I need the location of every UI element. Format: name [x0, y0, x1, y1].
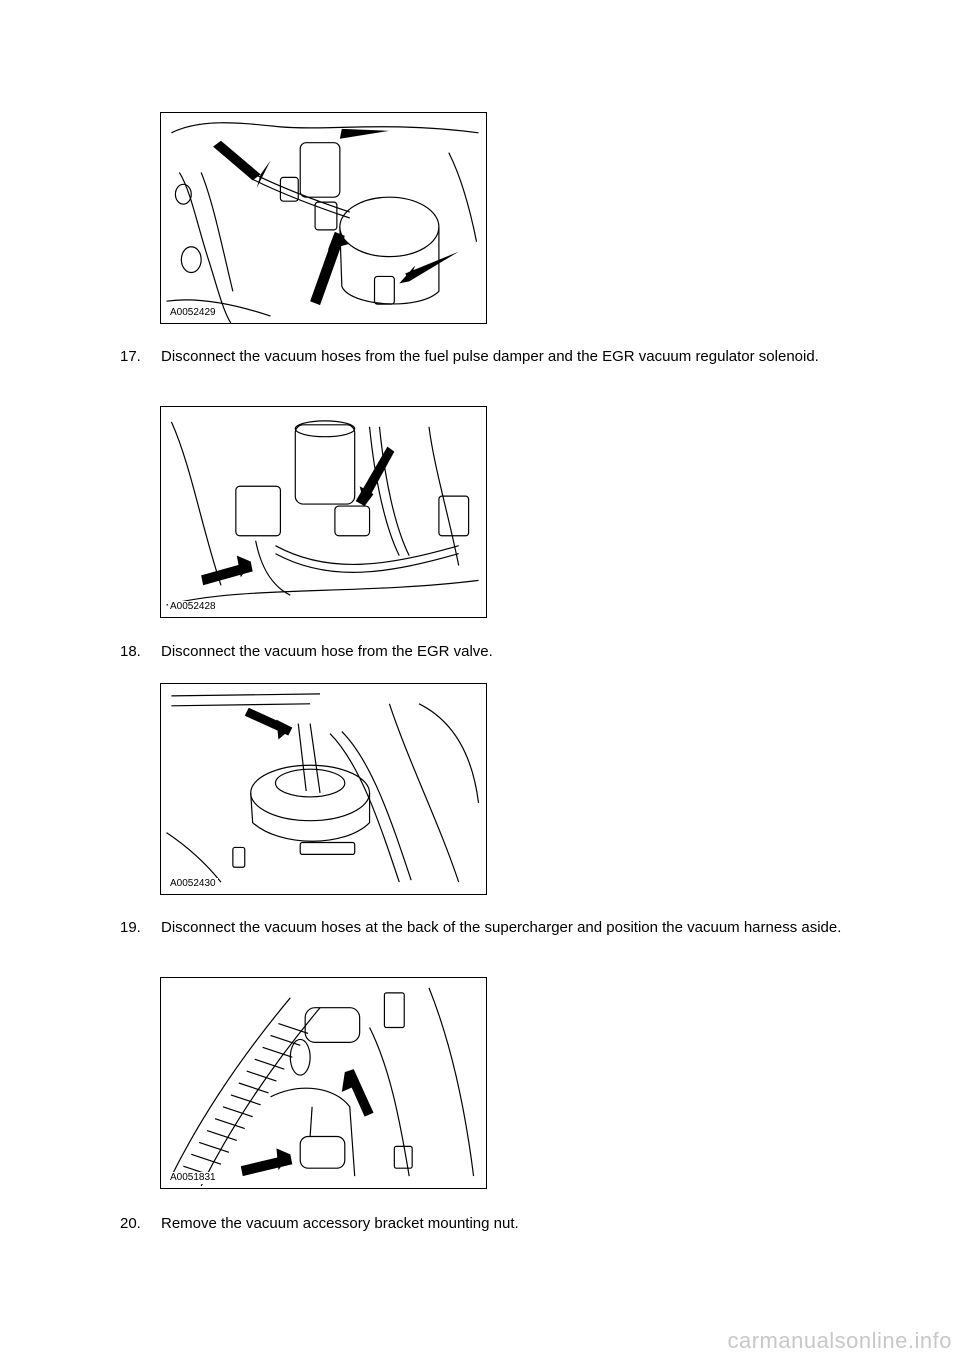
figure-4: A0051831 [160, 977, 487, 1189]
watermark: carmanualsonline.info [727, 1328, 952, 1353]
figure-id-label: A0052430 [168, 878, 218, 890]
engine-illustration-3 [166, 693, 480, 883]
step-number: 20. [120, 1215, 141, 1232]
engine-illustration-4 [170, 987, 475, 1187]
step-number: 18. [120, 643, 141, 660]
step-19: 19. Disconnect the vacuum hoses at the b… [120, 918, 860, 937]
figure-id-label: A0052428 [168, 601, 218, 613]
figure-1: A0052429 [160, 112, 487, 324]
step-17: 17. Disconnect the vacuum hoses from the… [120, 347, 860, 366]
step-text: Disconnect the vacuum hose from the EGR … [161, 643, 493, 660]
engine-illustration-2 [166, 420, 479, 606]
step-number: 19. [120, 919, 141, 936]
figure-id-label: A0052429 [168, 307, 218, 319]
figure-3: A0052430 [160, 683, 487, 895]
step-18: 18. Disconnect the vacuum hose from the … [120, 642, 860, 661]
figure-2: A0052428 [160, 406, 487, 618]
figure-id-label: A0051831 [168, 1172, 218, 1184]
step-number: 17. [120, 348, 141, 365]
engine-illustration-1 [166, 122, 479, 323]
step-text: Remove the vacuum accessory bracket moun… [161, 1215, 519, 1232]
step-text: Disconnect the vacuum hoses at the back … [161, 919, 842, 936]
step-text: Disconnect the vacuum hoses from the fue… [161, 348, 819, 365]
step-20: 20. Remove the vacuum accessory bracket … [120, 1214, 860, 1233]
